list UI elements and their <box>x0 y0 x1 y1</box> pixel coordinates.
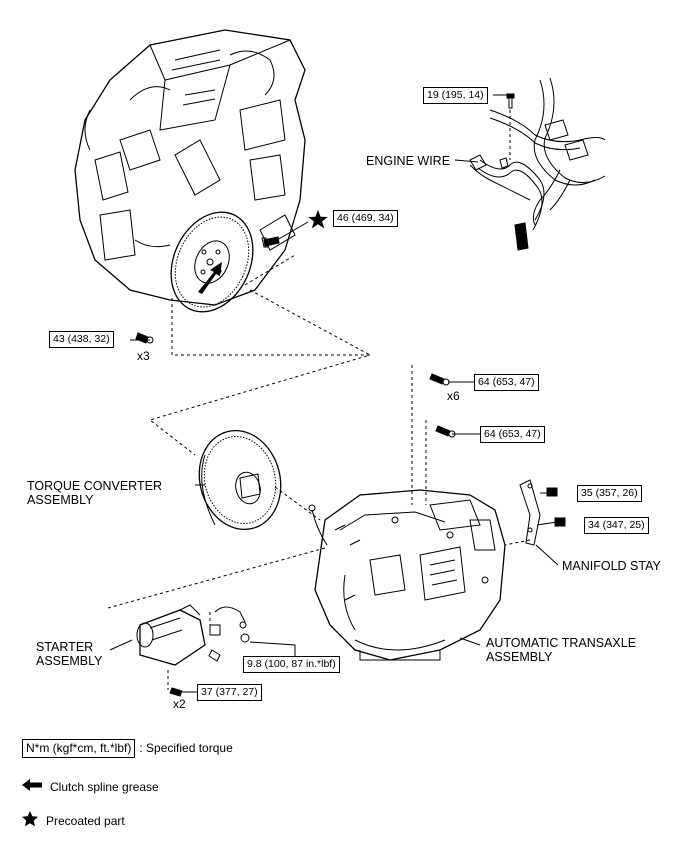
bolt-43 <box>135 332 154 344</box>
torque-19: 19 (195, 14) <box>423 87 488 104</box>
star-icon <box>308 210 328 229</box>
torque-35: 35 (357, 26) <box>577 485 642 502</box>
torque-37: 37 (377, 27) <box>197 684 262 701</box>
torque-64-b: 64 (653, 47) <box>480 426 545 443</box>
torque-converter-illustration <box>198 429 282 531</box>
bolt-19 <box>506 93 515 109</box>
manifold-stay-label: MANIFOLD STAY <box>562 559 661 573</box>
multiplier-x3: x3 <box>137 349 150 363</box>
starter-illustration <box>136 604 221 666</box>
manifold-stay-illustration <box>519 479 541 546</box>
multiplier-x2: x2 <box>173 697 186 711</box>
multiplier-x6: x6 <box>447 389 460 403</box>
legend-grease-text: Clutch spline grease <box>50 779 159 794</box>
starter-label: STARTER ASSEMBLY <box>36 640 103 668</box>
transaxle-illustration <box>314 489 506 661</box>
engine-wire-label: ENGINE WIRE <box>366 154 451 168</box>
legend-torque-box: N*m (kgf*cm, ft.*lbf) <box>22 739 136 758</box>
torque-34: 34 (347, 25) <box>584 517 649 534</box>
bolt-46 <box>261 236 280 248</box>
legend-precoat-text: Precoated part <box>46 813 125 828</box>
torque-converter-label: TORQUE CONVERTER ASSEMBLY <box>27 479 162 507</box>
torque-43: 43 (438, 32) <box>49 331 114 348</box>
legend-grease: Clutch spline grease <box>22 779 159 795</box>
engine-wire-illustration <box>469 77 606 251</box>
star-icon <box>22 811 38 831</box>
torque-64-a: 64 (653, 47) <box>474 374 539 391</box>
torque-9-8: 9.8 (100, 87 in.*lbf) <box>243 656 340 673</box>
legend-torque: N*m (kgf*cm, ft.*lbf) : Specified torque <box>22 739 233 758</box>
torque-46: 46 (469, 34) <box>333 210 398 227</box>
automatic-transaxle-label: AUTOMATIC TRANSAXLE ASSEMBLY <box>486 636 637 664</box>
arrow-left-icon <box>22 779 42 795</box>
legend-precoat: Precoated part <box>22 811 125 831</box>
engine-illustration <box>74 29 306 313</box>
legend-torque-text: : Specified torque <box>139 741 233 755</box>
